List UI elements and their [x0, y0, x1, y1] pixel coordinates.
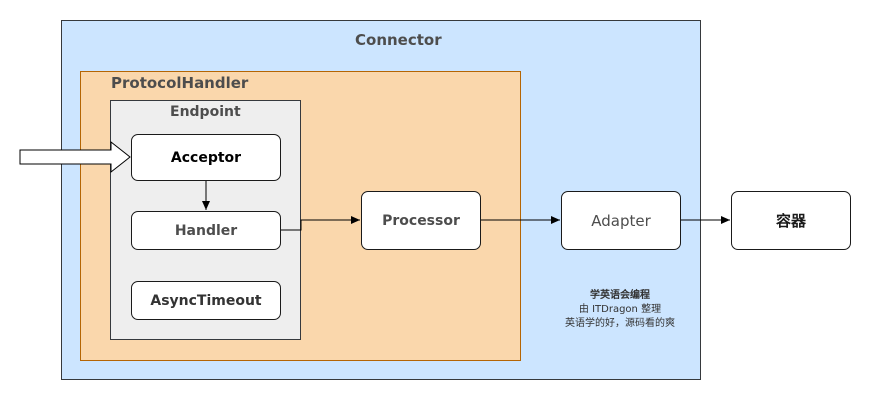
incoming-block-arrow — [19, 140, 131, 174]
watermark-line-2: 由 ITDragon 整理 — [578, 304, 662, 315]
async-timeout-node: AsyncTimeout — [131, 281, 281, 320]
watermark: 学英语会编程 由 ITDragon 整理 英语学的好，源码看的爽 — [540, 289, 700, 331]
handler-label: Handler — [174, 222, 238, 239]
container-node: 容器 — [731, 191, 851, 250]
watermark-line-3: 英语学的好，源码看的爽 — [565, 318, 675, 329]
endpoint-title: Endpoint — [170, 104, 241, 120]
adapter-label: Adapter — [591, 211, 651, 230]
connector-title: Connector — [355, 31, 442, 49]
async-timeout-label: AsyncTimeout — [150, 292, 262, 309]
processor-label: Processor — [382, 212, 460, 229]
handler-node: Handler — [131, 211, 281, 250]
acceptor-label: Acceptor — [170, 149, 242, 166]
acceptor-node: Acceptor — [131, 134, 281, 181]
protocol-handler-title: ProtocolHandler — [111, 74, 249, 92]
handler-to-processor-arrow — [281, 216, 360, 231]
container-label: 容器 — [775, 212, 806, 230]
watermark-line-1: 学英语会编程 — [590, 290, 650, 301]
adapter-node: Adapter — [561, 191, 681, 250]
processor-node: Processor — [361, 191, 481, 250]
